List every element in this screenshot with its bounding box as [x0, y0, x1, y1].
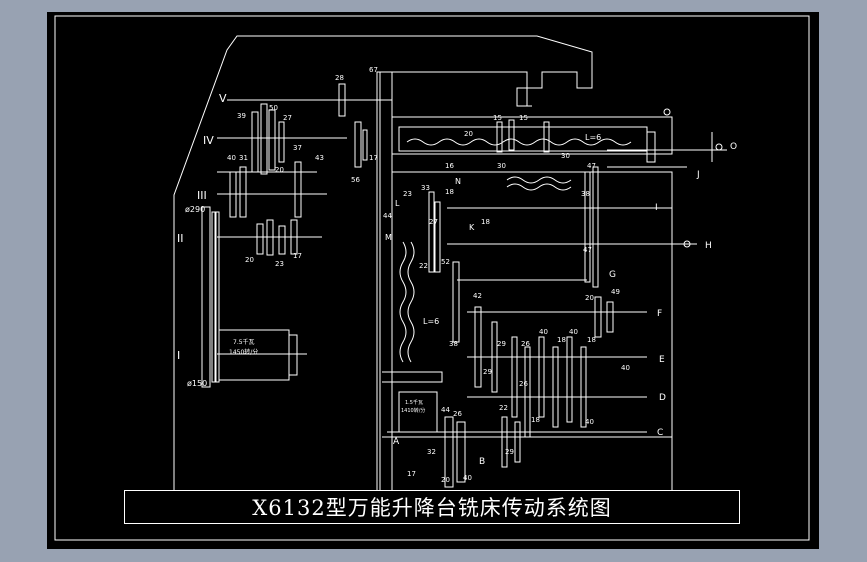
gear-number: 43	[315, 154, 324, 162]
gear-number: 40	[227, 154, 236, 162]
gear-number: 39	[237, 112, 246, 120]
pulley-diameter: ø290	[185, 205, 205, 214]
gear-number: 30	[497, 162, 506, 170]
shaft-label-ii: II	[177, 232, 184, 245]
label-m: M	[385, 233, 392, 242]
gear-number: 32	[427, 448, 436, 456]
gear-number: 40	[585, 418, 594, 426]
gear-number: 44	[383, 212, 392, 220]
drawing-sheet: V IV III II I O J I H G F E D C B A K L …	[47, 12, 819, 549]
label-e: E	[659, 355, 665, 365]
gear-number: 38	[581, 190, 590, 198]
motor-speed: 1410转/分	[401, 407, 425, 414]
knee-outline	[392, 171, 673, 490]
label-h: H	[705, 241, 712, 251]
inner-frame	[54, 15, 810, 541]
label-c: C	[657, 428, 663, 438]
machine-outline	[173, 35, 593, 490]
gear-number: 17	[293, 252, 302, 260]
gear-number: 17	[407, 470, 416, 478]
gear-number: 18	[445, 188, 454, 196]
gear-number: 38	[449, 340, 458, 348]
gear-number: 22	[419, 262, 428, 270]
gear-number: 20	[245, 256, 254, 264]
shaft-label-iv: IV	[203, 134, 214, 147]
label-g: G	[609, 270, 616, 280]
shaft-label-v: V	[219, 92, 227, 105]
gear-number: 18	[557, 336, 566, 344]
gear-number: 30	[561, 152, 570, 160]
label-n: N	[455, 177, 461, 186]
label-j: J	[696, 170, 700, 180]
gear-number: 26	[519, 380, 528, 388]
lead-annotation: L=6	[585, 133, 601, 142]
gear-number: 18	[531, 416, 540, 424]
gear-number: 37	[293, 144, 302, 152]
drawing-title: X6132型万能升降台铣床传动系统图	[124, 490, 740, 524]
gear-number: 26	[521, 340, 530, 348]
gear-number: 18	[481, 218, 490, 226]
gear-number: 16	[445, 162, 454, 170]
gear-number: 40	[463, 474, 472, 482]
motor-speed: 1450转/分	[229, 348, 258, 356]
gear-number: 42	[473, 292, 482, 300]
label-a: A	[393, 437, 400, 447]
gear-number: 40	[539, 328, 548, 336]
gear-number: 49	[611, 288, 620, 296]
gear-number: 23	[275, 260, 284, 268]
gear-number: 20	[585, 294, 594, 302]
gear-number: 27	[283, 114, 292, 122]
gear-number: 50	[269, 104, 278, 112]
gear-number: 17	[369, 154, 378, 162]
label-f: F	[657, 309, 662, 319]
gear-number: 29	[505, 448, 514, 456]
gear-number: 56	[351, 176, 360, 184]
gear-number: 31	[239, 154, 248, 162]
gear-number: 22	[499, 404, 508, 412]
gear-number: 20	[441, 476, 450, 484]
label-l: L	[395, 199, 400, 208]
gear-number: 40	[621, 364, 630, 372]
gear-number: 44	[441, 406, 450, 414]
gear-number: 29	[497, 340, 506, 348]
label-d: D	[659, 393, 666, 403]
worktable	[391, 116, 673, 155]
gear-number: 27	[429, 218, 438, 226]
gear-number: 23	[403, 190, 412, 198]
lead-annotation: L=6	[423, 317, 439, 326]
label-o: O	[730, 142, 737, 152]
gear-number: 28	[335, 74, 344, 82]
gear-number: 29	[483, 368, 492, 376]
gear-number: 18	[587, 336, 596, 344]
gear-number: 52	[441, 258, 450, 266]
motor-power: 7.5千瓦	[233, 338, 255, 346]
gear-number: 20	[275, 166, 284, 174]
gear-number: 47	[587, 162, 596, 170]
gear-number: 15	[519, 114, 528, 122]
gear-number: 47	[583, 246, 592, 254]
gear-number: 67	[369, 66, 378, 74]
shaft-label-iii: III	[197, 189, 207, 202]
gear-number: 26	[453, 410, 462, 418]
pulley-diameter: ø150	[187, 379, 207, 388]
gear-number: 20	[464, 130, 473, 138]
gear-number: 40	[569, 328, 578, 336]
gear-number: 33	[421, 184, 430, 192]
gear-number: 15	[493, 114, 502, 122]
column-outline	[379, 72, 393, 490]
motor-power: 1.5千瓦	[405, 399, 423, 406]
label-b: B	[479, 457, 485, 467]
label-k: K	[469, 223, 475, 232]
shaft-label-i: I	[177, 349, 180, 362]
label-i: I	[655, 203, 658, 213]
transmission-diagram: V IV III II I O J I H G F E D C B A K L …	[54, 15, 810, 541]
